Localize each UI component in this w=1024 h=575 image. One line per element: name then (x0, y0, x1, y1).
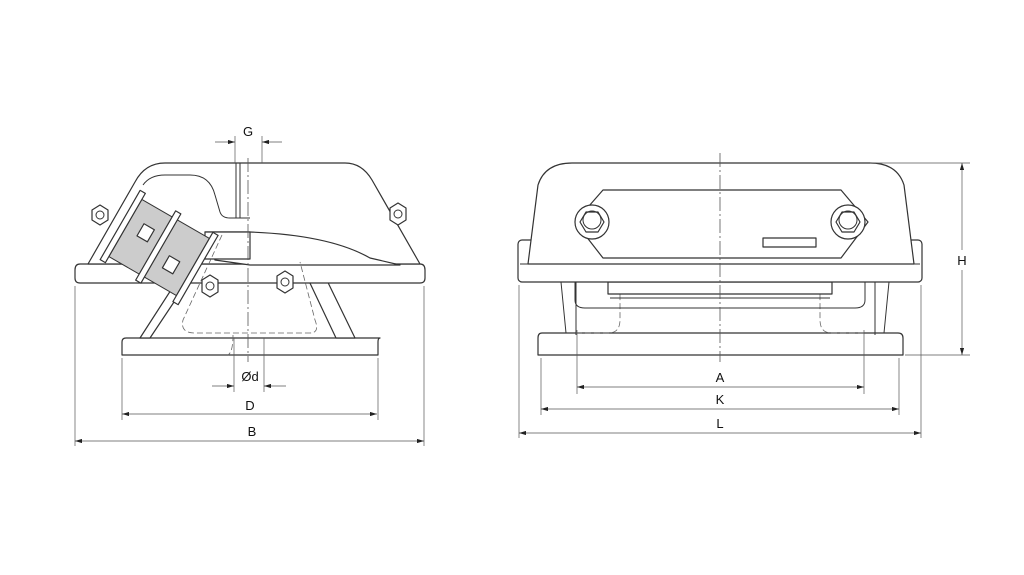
front-base-plate (537, 332, 904, 356)
dim-label-g: G (243, 124, 253, 139)
bolt-icon (574, 204, 610, 240)
nameplate (762, 237, 817, 248)
bolt-icon (91, 204, 109, 226)
dim-label-b: B (248, 424, 257, 439)
front-view: A K L H (517, 153, 970, 438)
bolt-icon (830, 204, 866, 240)
dim-label-a: A (716, 370, 725, 385)
dim-label-l: L (716, 416, 723, 431)
cover-plate (574, 189, 869, 259)
side-beam (204, 231, 401, 266)
bolt-icon (201, 274, 219, 298)
bolt-icon (389, 202, 407, 226)
dim-label-k: K (716, 392, 725, 407)
dim-label-h: H (957, 253, 966, 268)
side-base-plate (121, 337, 381, 356)
side-view: G Ød D B (74, 124, 426, 446)
dim-label-d: D (245, 398, 254, 413)
bolt-icon (276, 270, 294, 294)
rubber-element (99, 189, 219, 306)
dim-label-d-diameter: Ød (241, 369, 258, 384)
